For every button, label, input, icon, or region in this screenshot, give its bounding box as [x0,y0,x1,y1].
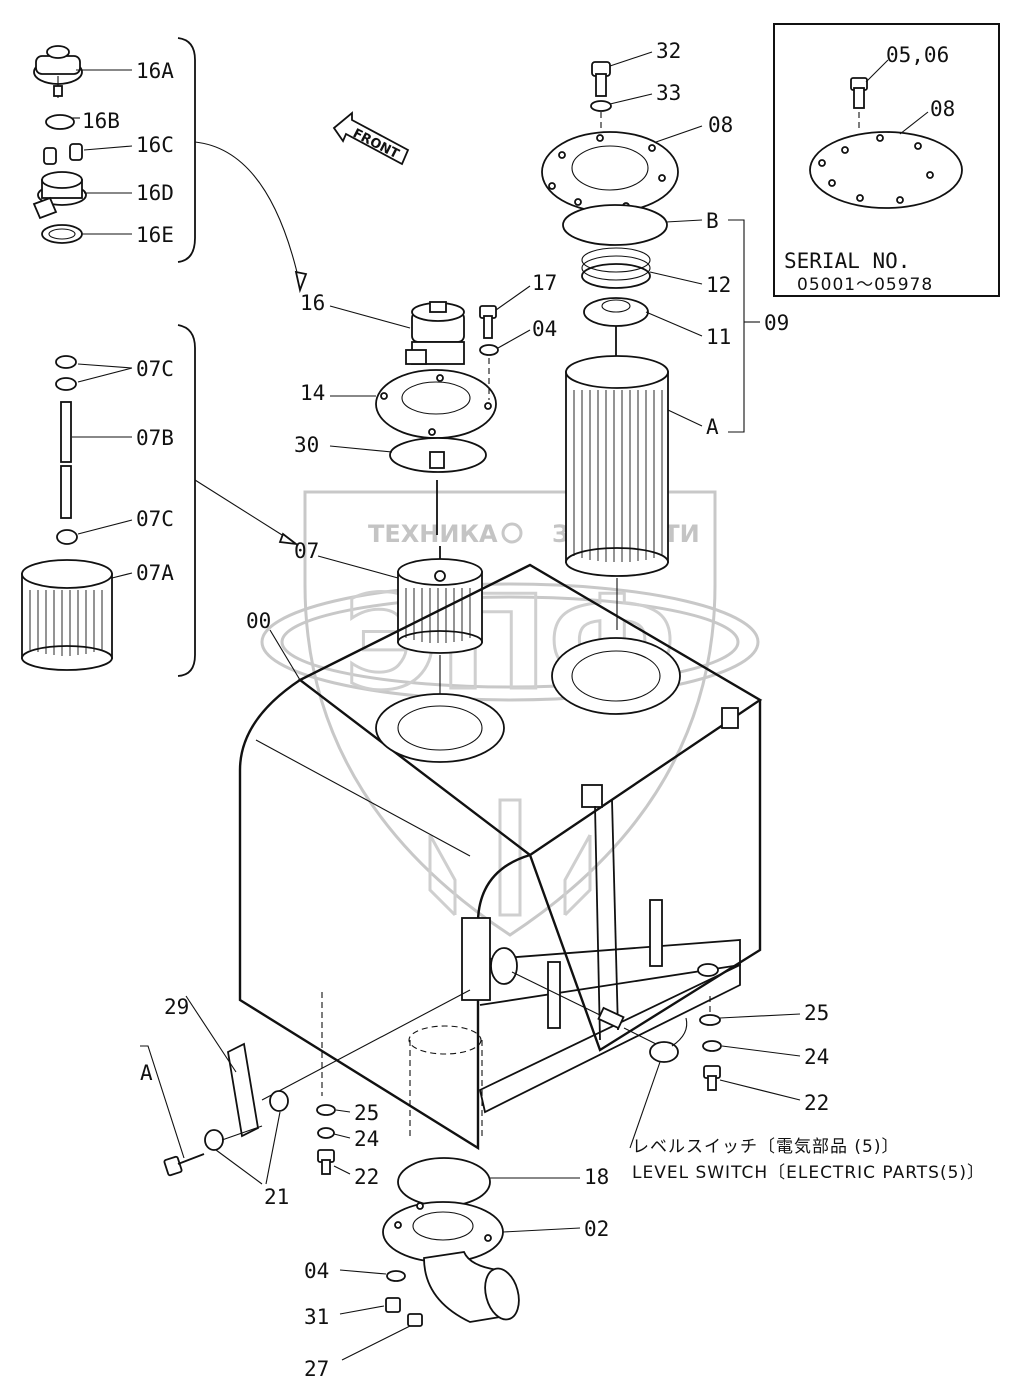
fasteners-right: 25 24 22 [697,963,829,1115]
label-25-mid: 25 [354,1101,379,1125]
level-switch-flange [490,947,518,985]
gasket-16e [41,224,83,244]
spring-12 [581,247,651,289]
label-07: 07 [294,539,319,563]
inset-serial-title: SERIAL NO. [784,249,910,273]
label-04-bottom: 04 [304,1259,329,1283]
bolt-32 [591,61,611,97]
filler-neck-16d [32,171,87,220]
label-29: 29 [164,995,189,1019]
label-02: 02 [584,1217,609,1241]
label-a-right: A [706,415,719,439]
level-switch-label-en: LEVEL SWITCH〔ELECTRIC PARTS(5)〕 [632,1163,985,1183]
label-07b: 07B [136,426,174,450]
label-18: 18 [584,1165,609,1189]
filter-element-07a [21,559,113,671]
label-25-right: 25 [804,1001,829,1025]
level-switch: レベルスイッチ〔電気部品 (5)〕 LEVEL SWITCH〔ELECTRIC … [511,971,985,1183]
inset-cover-plate [809,131,963,209]
detail-group-07: 07C 07B 07C 07A [21,324,300,677]
label-32: 32 [656,39,681,63]
suction-pipe-02 [382,1201,520,1323]
label-16c: 16C [136,133,174,157]
suction-filter-assembly: 16 14 30 07 [294,291,497,715]
screws-16c [43,143,83,165]
bracket-29-assembly: 29 A 21 [140,995,289,1209]
label-09: 09 [764,311,789,335]
filter-element-a [565,355,669,577]
label-24-mid: 24 [354,1127,379,1151]
tank-opening-left [375,693,505,763]
nut-07c [56,529,78,545]
label-16e: 16E [136,223,174,247]
valve-11 [583,297,649,362]
label-16a: 16A [136,59,174,83]
inset-serial-box: 05,06 08 SERIAL NO. 05001～05978 [773,23,1000,297]
fasteners-middle: 25 24 22 [316,1101,379,1189]
level-switch-label-jp: レベルスイッチ〔電気部品 (5)〕 [632,1137,899,1157]
label-07c-lower: 07C [136,507,174,531]
inset-serial-range: 05001～05978 [797,275,933,295]
inset-label-bolt: 05,06 [886,43,949,67]
label-b: B [706,209,719,233]
washer-33 [590,100,612,112]
label-04-top: 04 [532,317,557,341]
o-ring-b [562,204,668,246]
cover-08 [541,131,679,213]
filter-element-07 [397,558,483,654]
watermark-text-left: ТЕХНИКА [368,520,498,548]
label-07a: 07A [136,561,174,585]
o-ring-16b [45,114,75,130]
label-22-right: 22 [804,1091,829,1115]
filler-cap-16 [405,301,465,365]
label-12: 12 [706,273,731,297]
label-31: 31 [304,1305,329,1329]
return-filter-assembly: 32 33 08 B 12 11 09 A [541,39,789,630]
inset-label-cover: 08 [930,97,955,121]
label-14: 14 [300,381,325,405]
label-08: 08 [708,113,733,137]
gear-icon [501,522,523,544]
label-16d: 16D [136,181,174,205]
bolt-17-washer-04: 17 04 [479,271,557,400]
rods-07b [60,401,72,519]
label-21: 21 [264,1185,289,1209]
label-27: 27 [304,1357,329,1381]
label-16b: 16B [82,109,120,133]
watermark: ТЕХНИКА ЗАПЧАСТИ ЭПФ [260,490,760,937]
front-arrow-label: FRONT [350,126,401,162]
label-a-left: A [140,1061,153,1085]
label-00: 00 [246,609,271,633]
o-ring-18 [397,1157,491,1207]
nuts-07c [55,355,77,391]
label-33: 33 [656,81,681,105]
nut-07 [429,451,445,469]
label-17: 17 [532,271,557,295]
label-07c-upper: 07C [136,357,174,381]
front-direction-arrow: FRONT [332,111,410,166]
label-16: 16 [300,291,325,315]
tank-opening-right [551,637,681,715]
detail-group-16: 16A 16B 16C 16D 16E [32,37,308,294]
label-30: 30 [294,433,319,457]
hydraulic-tank-00: 00 [238,563,763,1151]
suction-pipe-assembly: 18 02 04 31 27 [304,1157,609,1381]
filler-cap-16a [33,45,83,98]
label-24-right: 24 [804,1045,829,1069]
label-22-mid: 22 [354,1165,379,1189]
cover-plate-14 [375,369,497,439]
inset-bolt [850,77,868,109]
label-11: 11 [706,325,731,349]
